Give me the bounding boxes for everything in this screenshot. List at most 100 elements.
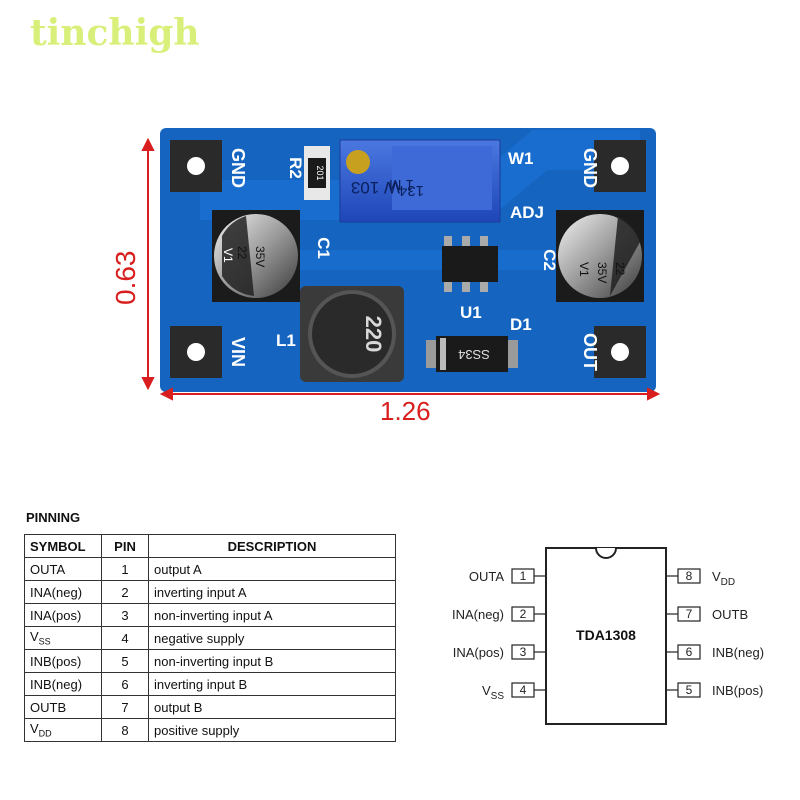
label-gnd-right: GND — [580, 148, 600, 188]
diode-code: SS34 — [458, 347, 490, 362]
pot-label-2: 1 M — [389, 176, 414, 193]
dimension-height-label: 0.63 — [110, 250, 141, 306]
ic-pinout-diagram: TDA1308 1 OUTA 2 INA(neg) 3 INA(pos) 4 VSS 8 VDD 7… — [452, 547, 764, 725]
header-pin: PIN — [101, 534, 149, 558]
pin-label: OUTA — [469, 569, 504, 584]
pin-label: INB(neg) — [712, 645, 764, 660]
cell-symbol: VSS — [24, 626, 102, 650]
pinning-title: PINNING — [26, 510, 81, 525]
inductor-code: 220 — [361, 316, 386, 353]
label-u1: U1 — [460, 303, 482, 322]
cap-voltage: 35V — [253, 246, 267, 267]
pin-number: 1 — [520, 569, 527, 583]
capacitor-c2: 22 35V V1 — [556, 210, 644, 302]
cell-description: positive supply — [148, 718, 396, 742]
cell-pin: 1 — [101, 557, 149, 581]
pin-label: VDD — [712, 569, 735, 588]
pin-number: 4 — [520, 683, 527, 697]
pot-label-1: W 103 — [351, 178, 400, 197]
pin-number: 2 — [520, 607, 527, 621]
label-out: OUT — [580, 333, 600, 371]
dimension-width — [159, 387, 661, 401]
cell-pin: 6 — [101, 672, 149, 696]
ic-notch — [595, 547, 617, 559]
pin-box — [677, 568, 701, 584]
resistor-r2: 201 — [304, 146, 330, 200]
pad-gnd-left — [170, 140, 222, 192]
table-header-row: SYMBOL PIN DESCRIPTION — [24, 534, 396, 558]
cell-symbol: OUTA — [24, 557, 102, 581]
pad-vin — [170, 326, 222, 378]
cap-code: V1 — [221, 248, 235, 263]
cell-pin: 8 — [101, 718, 149, 742]
capacitor-c1: 22 35V V1 — [212, 210, 300, 302]
pin-box — [677, 644, 701, 660]
label-l1: L1 — [276, 331, 296, 350]
cell-description: output B — [148, 695, 396, 719]
label-w1: W1 — [508, 149, 534, 168]
pin-label: INA(pos) — [453, 645, 504, 660]
pin-box — [677, 682, 701, 698]
pad-gnd-right — [594, 140, 646, 192]
pin-number: 8 — [686, 569, 693, 583]
pin-number: 5 — [686, 683, 693, 697]
label-adj: ADJ — [510, 203, 544, 222]
cell-pin: 3 — [101, 603, 149, 627]
cap-code: V1 — [577, 262, 591, 277]
pot-label-3: 134 — [399, 182, 424, 199]
pin-number: 7 — [686, 607, 693, 621]
cell-description: inverting input B — [148, 672, 396, 696]
label-r2: R2 — [286, 157, 305, 179]
pin-number: 6 — [686, 645, 693, 659]
cell-symbol: INB(pos) — [24, 649, 102, 673]
watermark-logo: tinchigh — [30, 12, 200, 54]
cell-description: non-inverting input A — [148, 603, 396, 627]
ic-u1 — [442, 236, 498, 292]
header-description: DESCRIPTION — [148, 534, 396, 558]
resistor-code: 201 — [315, 165, 325, 180]
label-gnd-left: GND — [228, 148, 248, 188]
ic-name: TDA1308 — [576, 627, 636, 643]
cell-pin: 5 — [101, 649, 149, 673]
cap-value: 22 — [235, 246, 249, 260]
label-d1: D1 — [510, 315, 532, 334]
cell-description: output A — [148, 557, 396, 581]
pin-number: 3 — [520, 645, 527, 659]
cell-pin: 2 — [101, 580, 149, 604]
cell-description: negative supply — [148, 626, 396, 650]
pin-label: INB(pos) — [712, 683, 763, 698]
dimension-width-label: 1.26 — [380, 396, 431, 426]
cell-description: inverting input A — [148, 580, 396, 604]
adjust-screw — [346, 150, 370, 174]
pin-label: OUTB — [712, 607, 748, 622]
cell-symbol: INA(neg) — [24, 580, 102, 604]
cell-symbol: INB(neg) — [24, 672, 102, 696]
cap-voltage: 35V — [595, 262, 609, 283]
diode-d1: SS34 — [426, 336, 518, 372]
dimension-height — [141, 137, 155, 391]
cell-pin: 7 — [101, 695, 149, 719]
cell-symbol: INA(pos) — [24, 603, 102, 627]
header-symbol: SYMBOL — [24, 534, 102, 558]
cell-symbol: VDD — [24, 718, 102, 742]
pin-box — [677, 606, 701, 622]
cell-description: non-inverting input B — [148, 649, 396, 673]
cell-symbol: OUTB — [24, 695, 102, 719]
product-photo: GND VIN GND OUT R2 C1 C2 L1 U1 D1 W1 ADJ… — [141, 128, 661, 401]
label-c1: C1 — [314, 237, 333, 259]
pin-label: INA(neg) — [452, 607, 504, 622]
potentiometer-w1: W 103 1 M 134 — [339, 139, 501, 223]
ic-body — [545, 547, 667, 725]
pin-label: VSS — [482, 683, 504, 702]
